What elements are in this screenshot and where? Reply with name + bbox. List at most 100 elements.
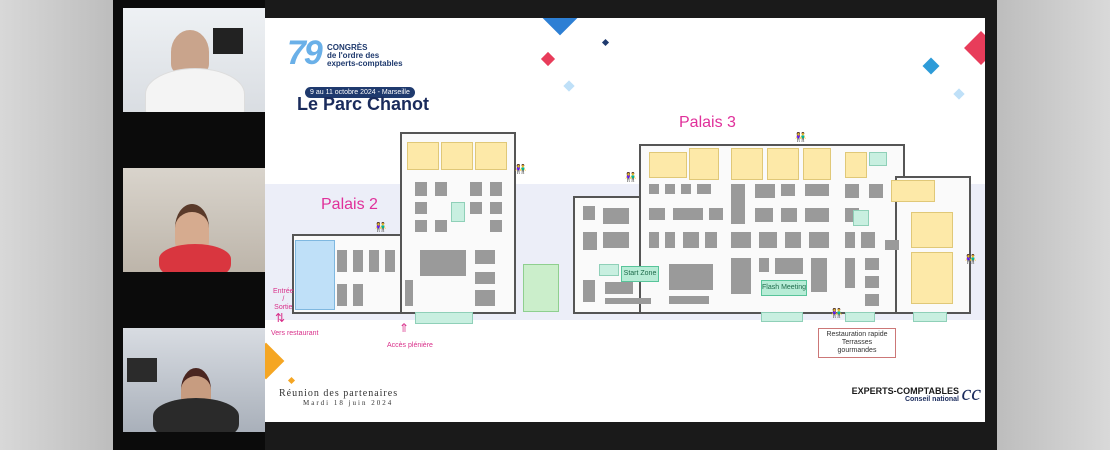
stand [681, 184, 691, 194]
hall-label-palais2: Palais 2 [321, 196, 378, 213]
stand [583, 206, 595, 220]
stand [353, 284, 363, 306]
stand [845, 184, 859, 198]
stand [781, 208, 797, 222]
participant-body [159, 244, 231, 272]
stand [369, 250, 379, 272]
stand [781, 184, 795, 196]
stand [809, 232, 829, 248]
stand [435, 182, 447, 196]
hall-small [599, 264, 619, 276]
event-title: Réunion des partenaires [279, 388, 399, 399]
stand [490, 182, 502, 196]
logo-title: CONGRÈS de l'ordre des experts-comptable… [327, 44, 407, 68]
screen-background [127, 358, 157, 382]
restauration-label: Restauration rapide Terrasses gourmandes [818, 328, 896, 358]
hall-label-palais3: Palais 3 [679, 114, 736, 131]
stand [583, 280, 595, 302]
org-mark-icon: cc [961, 380, 981, 405]
logo-line: experts-comptables [327, 59, 403, 68]
stand [865, 294, 879, 306]
stand [755, 184, 775, 198]
org-subtitle: Conseil national [904, 396, 959, 403]
arrow-up-icon: ⇑ [399, 321, 410, 335]
slide-title: Le Parc Chanot [297, 94, 430, 114]
stand [669, 296, 709, 304]
restroom-icon: 👫 [375, 222, 387, 232]
stand [865, 258, 879, 270]
stand [759, 258, 769, 272]
stand [709, 208, 723, 220]
stand [869, 184, 883, 198]
entrance-exit-label: Entrée / Sortie [273, 288, 294, 312]
stand [775, 258, 803, 274]
terrace-strip [913, 312, 947, 322]
background-left [0, 0, 113, 450]
stand [605, 298, 651, 304]
event-date: Mardi 18 juin 2024 [303, 399, 394, 407]
footer-event: Réunion des partenaires Mardi 18 juin 20… [279, 388, 398, 407]
decor-diamond [541, 18, 579, 36]
hall-small [853, 210, 869, 226]
stand [415, 182, 427, 196]
hall-small [451, 202, 465, 222]
participant-tile[interactable] [123, 168, 265, 272]
entrance-line: Entrée [273, 288, 294, 295]
hall-room [767, 148, 799, 180]
stand [649, 208, 665, 220]
stand [805, 184, 829, 196]
hall-room [689, 148, 719, 180]
hall-room [891, 180, 935, 202]
restauration-line: Restauration rapide [826, 331, 888, 338]
stand [405, 280, 413, 306]
hall-room [441, 142, 473, 170]
decor-diamond [265, 342, 285, 380]
stand [605, 282, 633, 294]
arrow-up-icon: ⇅ [275, 311, 286, 325]
hall-room [845, 152, 867, 178]
stand [337, 284, 347, 306]
hall-room [911, 212, 953, 248]
stand [385, 250, 395, 272]
terrace-strip [845, 312, 875, 322]
hall-room [911, 252, 953, 304]
logo-line: CONGRÈS [327, 43, 368, 52]
stand [805, 208, 829, 222]
org-logo: EXPERTS-COMPTABLES Conseil national cc [852, 380, 981, 405]
entrance-line: Sortie [274, 304, 293, 311]
participant-tile[interactable] [123, 328, 265, 432]
hall-accueil [295, 240, 335, 310]
stand [649, 232, 659, 248]
hall-room [649, 152, 687, 178]
decor-diamond [287, 376, 296, 385]
stand [861, 232, 875, 248]
hall-outdoor [523, 264, 559, 312]
participant-column [113, 0, 265, 450]
stand [420, 250, 466, 276]
flash-meeting-label: Flash Meeting [762, 284, 806, 291]
stand [697, 184, 711, 194]
stand [755, 208, 773, 222]
stand [673, 208, 703, 220]
terrace-strip [761, 312, 803, 322]
stand [583, 232, 597, 250]
hall-room [803, 148, 831, 180]
restroom-icon: 👫 [965, 254, 977, 264]
acces-pleniere-label: Accès plénière [387, 342, 433, 349]
stand [353, 250, 363, 272]
participant-body [145, 68, 245, 112]
vers-restaurant-label: Vers restaurant [271, 330, 319, 337]
hall-small [869, 152, 887, 166]
stand [811, 258, 827, 292]
restauration-line: Terrasses gourmandes [837, 339, 877, 354]
stand [865, 276, 879, 288]
restroom-icon: 👫 [515, 164, 527, 174]
decor-diamond [922, 57, 940, 75]
stand [490, 202, 502, 214]
participant-tile[interactable] [123, 8, 265, 112]
start-zone: Start Zone [621, 266, 659, 282]
stand [785, 232, 801, 248]
participant-body [153, 398, 239, 432]
stand [731, 232, 751, 248]
stand [490, 220, 502, 232]
